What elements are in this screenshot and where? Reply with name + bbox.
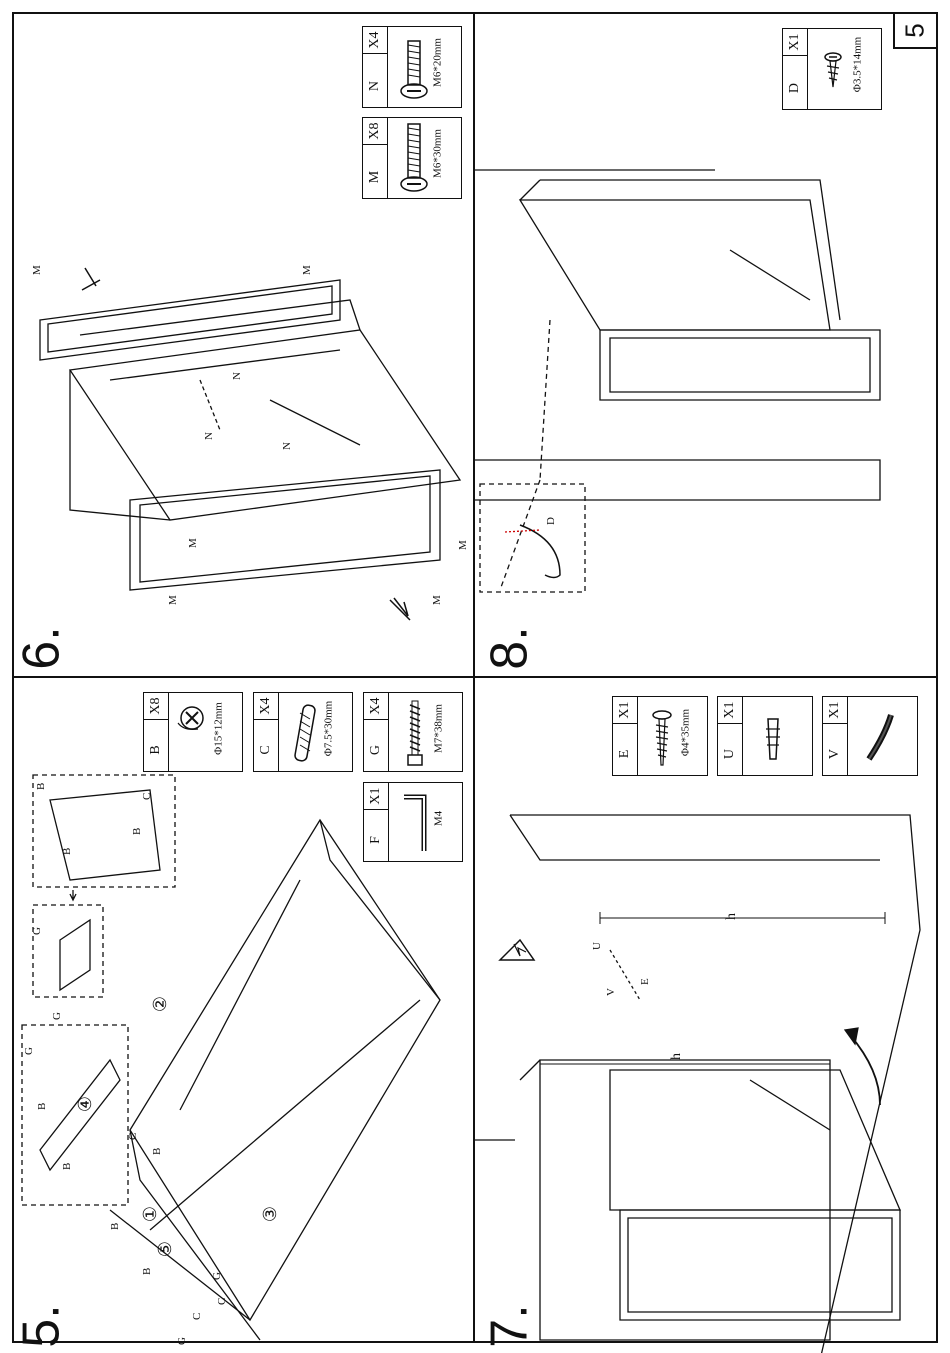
svg-text:G: G (23, 1047, 35, 1055)
svg-text:D: D (545, 517, 557, 525)
svg-text:G: G (51, 1012, 63, 1020)
svg-text:h: h (669, 1053, 684, 1060)
svg-text:M: M (167, 595, 179, 605)
svg-text:G: G (31, 927, 43, 935)
svg-text:U: U (591, 942, 603, 950)
svg-text:G: G (211, 1272, 223, 1280)
panel-label-1: ① (141, 1204, 159, 1224)
step8-cabinet-drawing (475, 170, 880, 592)
step7-cabinet-drawing (475, 815, 920, 1353)
svg-text:N: N (231, 372, 243, 380)
svg-text:h: h (724, 913, 739, 920)
svg-text:G: G (176, 1337, 188, 1345)
svg-text:M: M (301, 265, 313, 275)
panel-label-4: ④ (76, 1094, 94, 1114)
svg-text:C: C (127, 1133, 139, 1140)
svg-text:B: B (61, 848, 73, 855)
svg-text:M: M (31, 265, 43, 275)
svg-text:B: B (36, 1103, 48, 1110)
step5-assembly-drawing (22, 775, 440, 1340)
svg-text:M: M (457, 540, 469, 550)
svg-text:B: B (141, 1268, 153, 1275)
svg-text:E: E (639, 978, 651, 985)
panel-label-3: ③ (261, 1204, 279, 1224)
step6-cabinet-drawing (40, 268, 460, 620)
svg-text:B: B (131, 828, 143, 835)
svg-text:C: C (216, 1298, 228, 1305)
svg-text:B: B (109, 1223, 121, 1230)
svg-text:M: M (187, 538, 199, 548)
panel-label-5: ⑤ (156, 1239, 174, 1259)
svg-text:V: V (605, 988, 617, 996)
svg-text:N: N (203, 432, 215, 440)
svg-text:B: B (61, 1163, 73, 1170)
svg-text:C: C (141, 793, 153, 800)
svg-text:B: B (151, 1148, 163, 1155)
svg-text:N: N (281, 442, 293, 450)
svg-text:M: M (431, 595, 443, 605)
svg-text:B: B (35, 783, 47, 790)
svg-text:C: C (191, 1313, 203, 1320)
panel-label-2: ② (151, 994, 169, 1014)
